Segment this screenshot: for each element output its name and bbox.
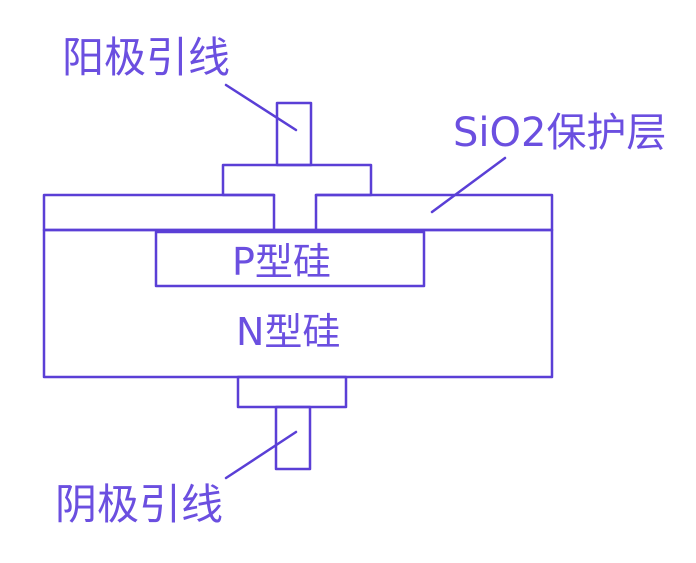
sio2-layer-label: SiO2保护层	[453, 110, 667, 156]
cathode-lead-label: 阴极引线	[55, 480, 224, 529]
anode-contact	[221, 163, 373, 232]
p-silicon-label: P型硅	[232, 240, 331, 284]
cathode-lead-wire	[274, 405, 312, 471]
anode-leader-line	[224, 83, 298, 132]
cathode-leader-line	[224, 430, 298, 480]
sio2-layer	[42, 193, 554, 232]
anode-lead-label: 阳极引线	[62, 33, 231, 82]
n-silicon-label: N型硅	[236, 310, 341, 354]
sio2-leader-line	[430, 156, 507, 214]
anode-lead-wire	[275, 101, 313, 167]
p-silicon-region	[154, 230, 426, 288]
cathode-contact	[236, 375, 348, 409]
